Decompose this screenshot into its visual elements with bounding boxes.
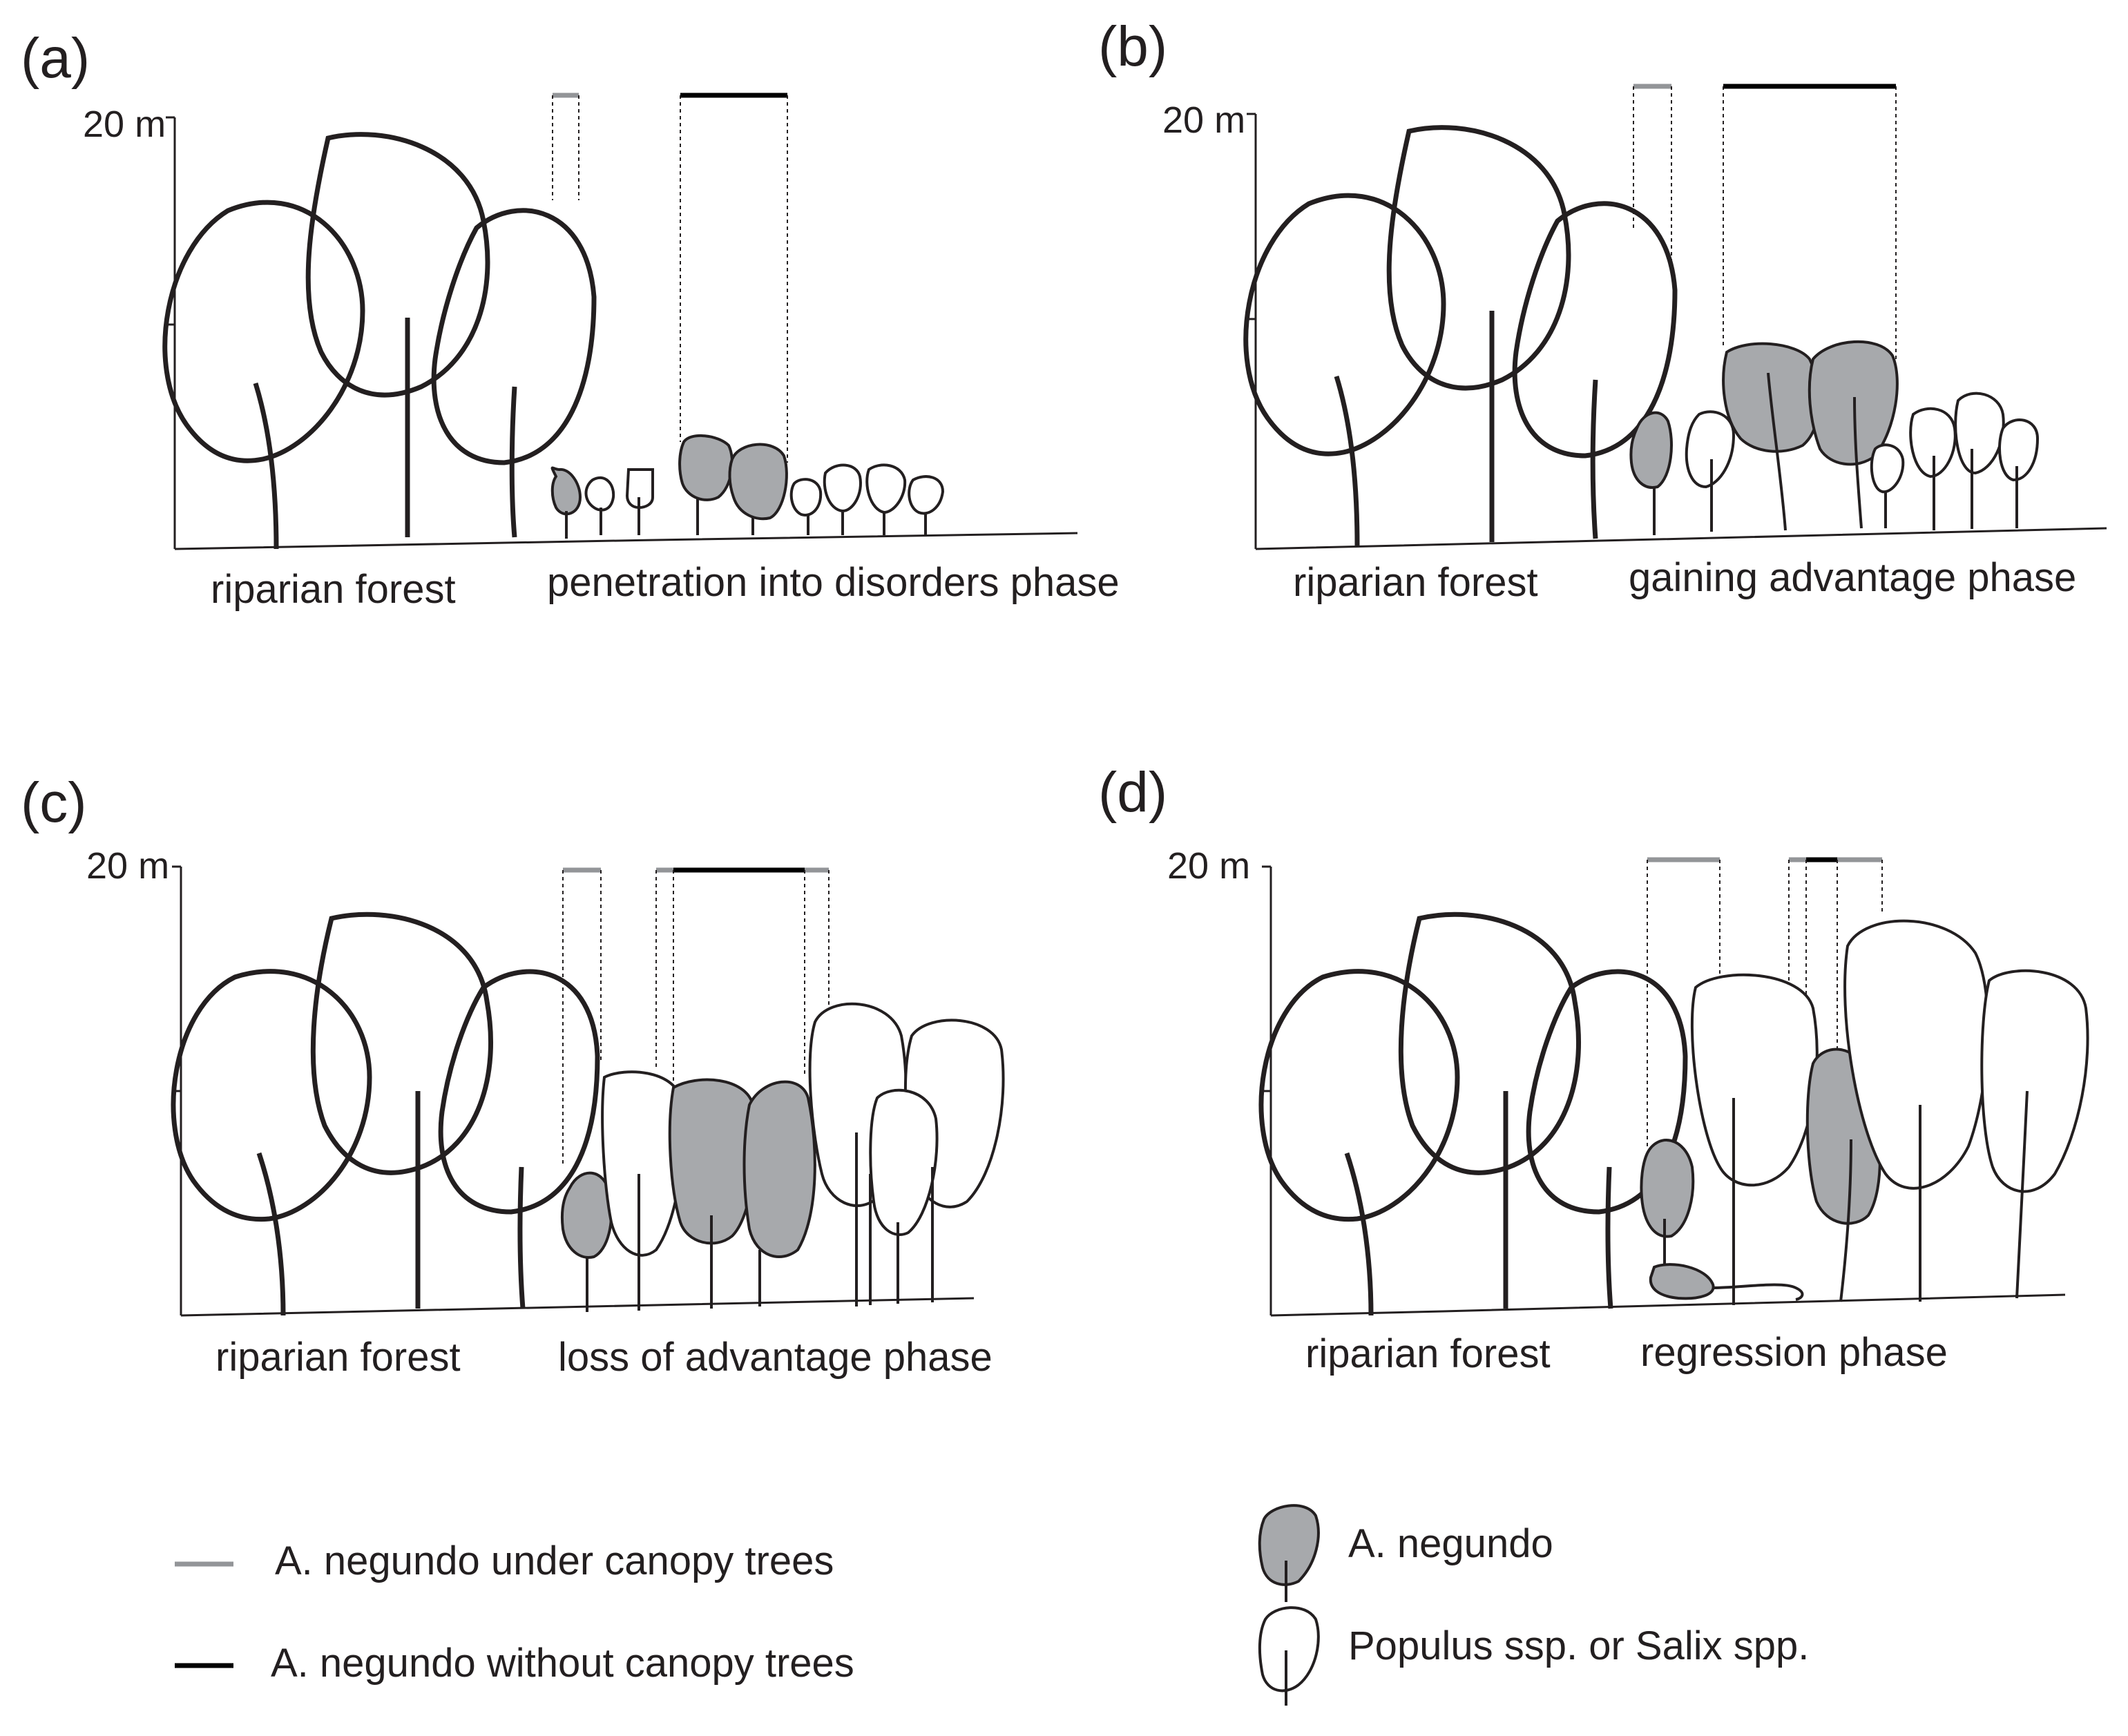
legend-item-under-canopy: A. negundo under canopy trees: [175, 1539, 834, 1583]
populus-salix-tree-icon: [1685, 410, 1736, 489]
axes-c: [172, 865, 975, 1317]
riparian-tree-icon: [162, 200, 365, 463]
guides-d: [1647, 857, 1883, 1146]
riparian-forest-trees-a: [162, 132, 597, 550]
caption-phase-d: regression phase: [1640, 1330, 1948, 1375]
populus-salix-tree-icon: [601, 1070, 684, 1257]
populus-salix-tree-icon: [865, 463, 907, 514]
riparian-forest-trees-b: [1243, 125, 1678, 546]
a-negundo-tree-icon: [728, 443, 788, 521]
guides-b: [1633, 84, 1897, 359]
young-trees-b: [1629, 340, 2040, 535]
legend-label-under-canopy: A. negundo under canopy trees: [275, 1539, 834, 1583]
populus-salix-tree-icon: [869, 1088, 939, 1236]
populus-salix-tree-icon: [789, 478, 823, 517]
panel-d: (d) 20 m: [1098, 761, 2089, 1376]
axes-b: [1247, 113, 2107, 550]
legend-item-populus-salix: Populus ssp. or Salix spp.: [1258, 1606, 1809, 1706]
axes-d: [1262, 865, 2066, 1317]
legend: A. negundo under canopy trees A. negundo…: [175, 1504, 1809, 1706]
caption-riparian-forest-d: riparian forest: [1305, 1331, 1551, 1376]
caption-phase-a: penetration into disorders phase: [547, 560, 1120, 605]
populus-salix-tree-icon: [1870, 443, 1905, 494]
populus-salix-tree-icon: [1909, 407, 1957, 479]
y-axis-max-label-a: 20 m: [83, 104, 166, 145]
legend-label-without-canopy: A. negundo without canopy trees: [271, 1641, 854, 1686]
legend-label-a-negundo: A. negundo: [1348, 1521, 1553, 1566]
caption-riparian-forest-c: riparian forest: [215, 1335, 461, 1380]
a-negundo-tree-icon: [560, 1171, 613, 1259]
young-trees-a: [550, 434, 945, 539]
riparian-tree-icon: [171, 969, 372, 1222]
riparian-tree-icon: [1526, 969, 1688, 1215]
a-negundo-tree-icon: [1629, 411, 1673, 489]
caption-phase-c: loss of advantage phase: [558, 1335, 993, 1380]
riparian-tree-icon: [1386, 125, 1571, 391]
populus-salix-tree-icon: [584, 476, 615, 512]
y-axis-max-label-c: 20 m: [86, 845, 169, 887]
populus-salix-tree-icon: [1998, 418, 2040, 482]
panel-label-d: (d): [1098, 761, 1167, 824]
riparian-forest-trees-c: [171, 912, 600, 1316]
a-negundo-tree-icon: [668, 1078, 757, 1245]
caption-riparian-forest-a: riparian forest: [211, 567, 456, 612]
populus-salix-tree-icon: [823, 463, 862, 513]
panel-label-b: (b): [1098, 15, 1167, 78]
populus-salix-tree-icon: [908, 475, 945, 515]
a-negundo-tree-icon: [1649, 1263, 1715, 1300]
a-negundo-tree-icon: [678, 434, 734, 501]
populus-salix-tree-icon: [1258, 1606, 1320, 1692]
riparian-tree-icon: [305, 132, 490, 398]
riparian-tree-icon: [1243, 193, 1446, 456]
riparian-tree-icon: [1512, 201, 1678, 459]
panel-c: (c) 20 m: [21, 771, 1005, 1380]
a-negundo-tree-icon: [742, 1080, 816, 1258]
riparian-tree-icon: [438, 969, 600, 1215]
young-trees-c: [560, 1002, 1005, 1312]
caption-riparian-forest-b: riparian forest: [1293, 560, 1538, 605]
riparian-tree-icon: [310, 912, 493, 1175]
legend-label-populus-salix: Populus ssp. or Salix spp.: [1348, 1623, 1809, 1668]
y-axis-max-label-d: 20 m: [1167, 845, 1250, 887]
panel-a: (a) 20 m: [21, 27, 1120, 612]
a-negundo-tree-icon: [550, 466, 582, 516]
guides-c: [562, 867, 830, 1167]
panel-label-a: (a): [21, 27, 90, 90]
legend-item-without-canopy: A. negundo without canopy trees: [175, 1641, 854, 1686]
populus-salix-tree-icon: [1954, 392, 2005, 475]
young-trees-d: [1640, 919, 2089, 1305]
legend-item-a-negundo: A. negundo: [1258, 1504, 1553, 1602]
riparian-tree-icon: [431, 208, 597, 465]
panel-b: (b) 20 m: [1098, 15, 2107, 605]
a-negundo-tree-icon: [1258, 1504, 1320, 1586]
guides-a: [552, 93, 788, 463]
riparian-forest-trees-d: [1258, 912, 1688, 1316]
y-axis-max-label-b: 20 m: [1162, 99, 1245, 141]
populus-salix-tree-icon: [1690, 973, 1819, 1187]
populus-salix-tree-icon: [1980, 969, 2089, 1193]
panel-label-c: (c): [21, 771, 87, 834]
riparian-tree-icon: [1398, 912, 1581, 1175]
caption-phase-b: gaining advantage phase: [1629, 555, 2076, 600]
riparian-tree-icon: [1258, 969, 1460, 1222]
populus-salix-tree-icon: [1843, 919, 1990, 1190]
a-negundo-tree-icon: [1640, 1139, 1695, 1238]
